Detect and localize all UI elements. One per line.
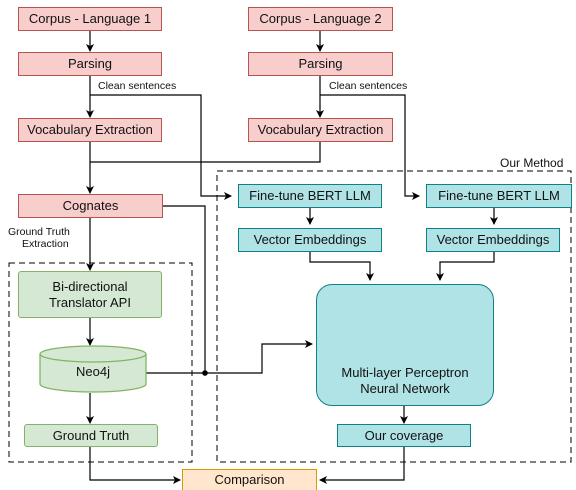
edge-vectors1-mlp — [309, 252, 374, 281]
vector-embeddings-1-node: Vector Embeddings — [238, 228, 382, 252]
clean-sentences-label-2: Clean sentences — [329, 80, 408, 92]
cognates-node: Cognates — [18, 194, 163, 218]
corpus-language-2-node: Corpus - Language 2 — [248, 7, 393, 31]
finetune-bert-2-node: Fine-tune BERT LLM — [426, 184, 572, 208]
edge-vocab2-cognates — [90, 142, 321, 163]
neo4j-label: Neo4j — [76, 363, 110, 379]
vocabulary-extraction-2-node: Vocabulary Extraction — [248, 118, 393, 142]
ground-truth-extraction-line1: Ground Truth — [8, 226, 70, 238]
edge-groundtruth-comparison — [89, 447, 181, 484]
translator-api-line1: Bi-directional — [52, 278, 128, 294]
mlp-node: Multi-layer Perceptron Neural Network — [316, 284, 494, 406]
mlp-line2: Neural Network — [360, 381, 450, 397]
junction-dot — [202, 370, 208, 376]
ground-truth-node: Ground Truth — [24, 424, 158, 447]
parsing-1-node: Parsing — [18, 52, 162, 76]
ground-truth-extraction-line2: Extraction — [22, 238, 69, 251]
our-coverage-node: Our coverage — [337, 424, 471, 447]
edge-cognates-junction — [163, 205, 206, 373]
edge-coverage-comparison — [319, 447, 405, 484]
our-method-group — [216, 170, 572, 463]
comparison-node: Comparison — [182, 469, 317, 490]
edge-vectors2-mlp — [436, 252, 495, 281]
edge-neo4j-mlp — [146, 340, 313, 374]
our-method-label: Our Method — [500, 156, 564, 170]
vector-embeddings-2-node: Vector Embeddings — [426, 228, 560, 252]
vocabulary-extraction-1-node: Vocabulary Extraction — [18, 118, 162, 142]
ground-truth-group — [8, 262, 193, 463]
translator-api-line2: Translator API — [49, 294, 131, 310]
parsing-2-node: Parsing — [248, 52, 393, 76]
edge-clean-sentences-2 — [320, 94, 420, 200]
ground-truth-extraction-label: Ground Truth Extraction — [8, 226, 70, 250]
edge-clean-sentences-1 — [90, 94, 232, 200]
finetune-bert-1-node: Fine-tune BERT LLM — [238, 184, 382, 208]
translator-api-node: Bi-directional Translator API — [18, 271, 162, 318]
corpus-language-1-node: Corpus - Language 1 — [18, 7, 162, 31]
mlp-line1: Multi-layer Perceptron — [341, 365, 469, 380]
neo4j-cylinder — [39, 345, 147, 393]
clean-sentences-label-1: Clean sentences — [98, 80, 177, 92]
